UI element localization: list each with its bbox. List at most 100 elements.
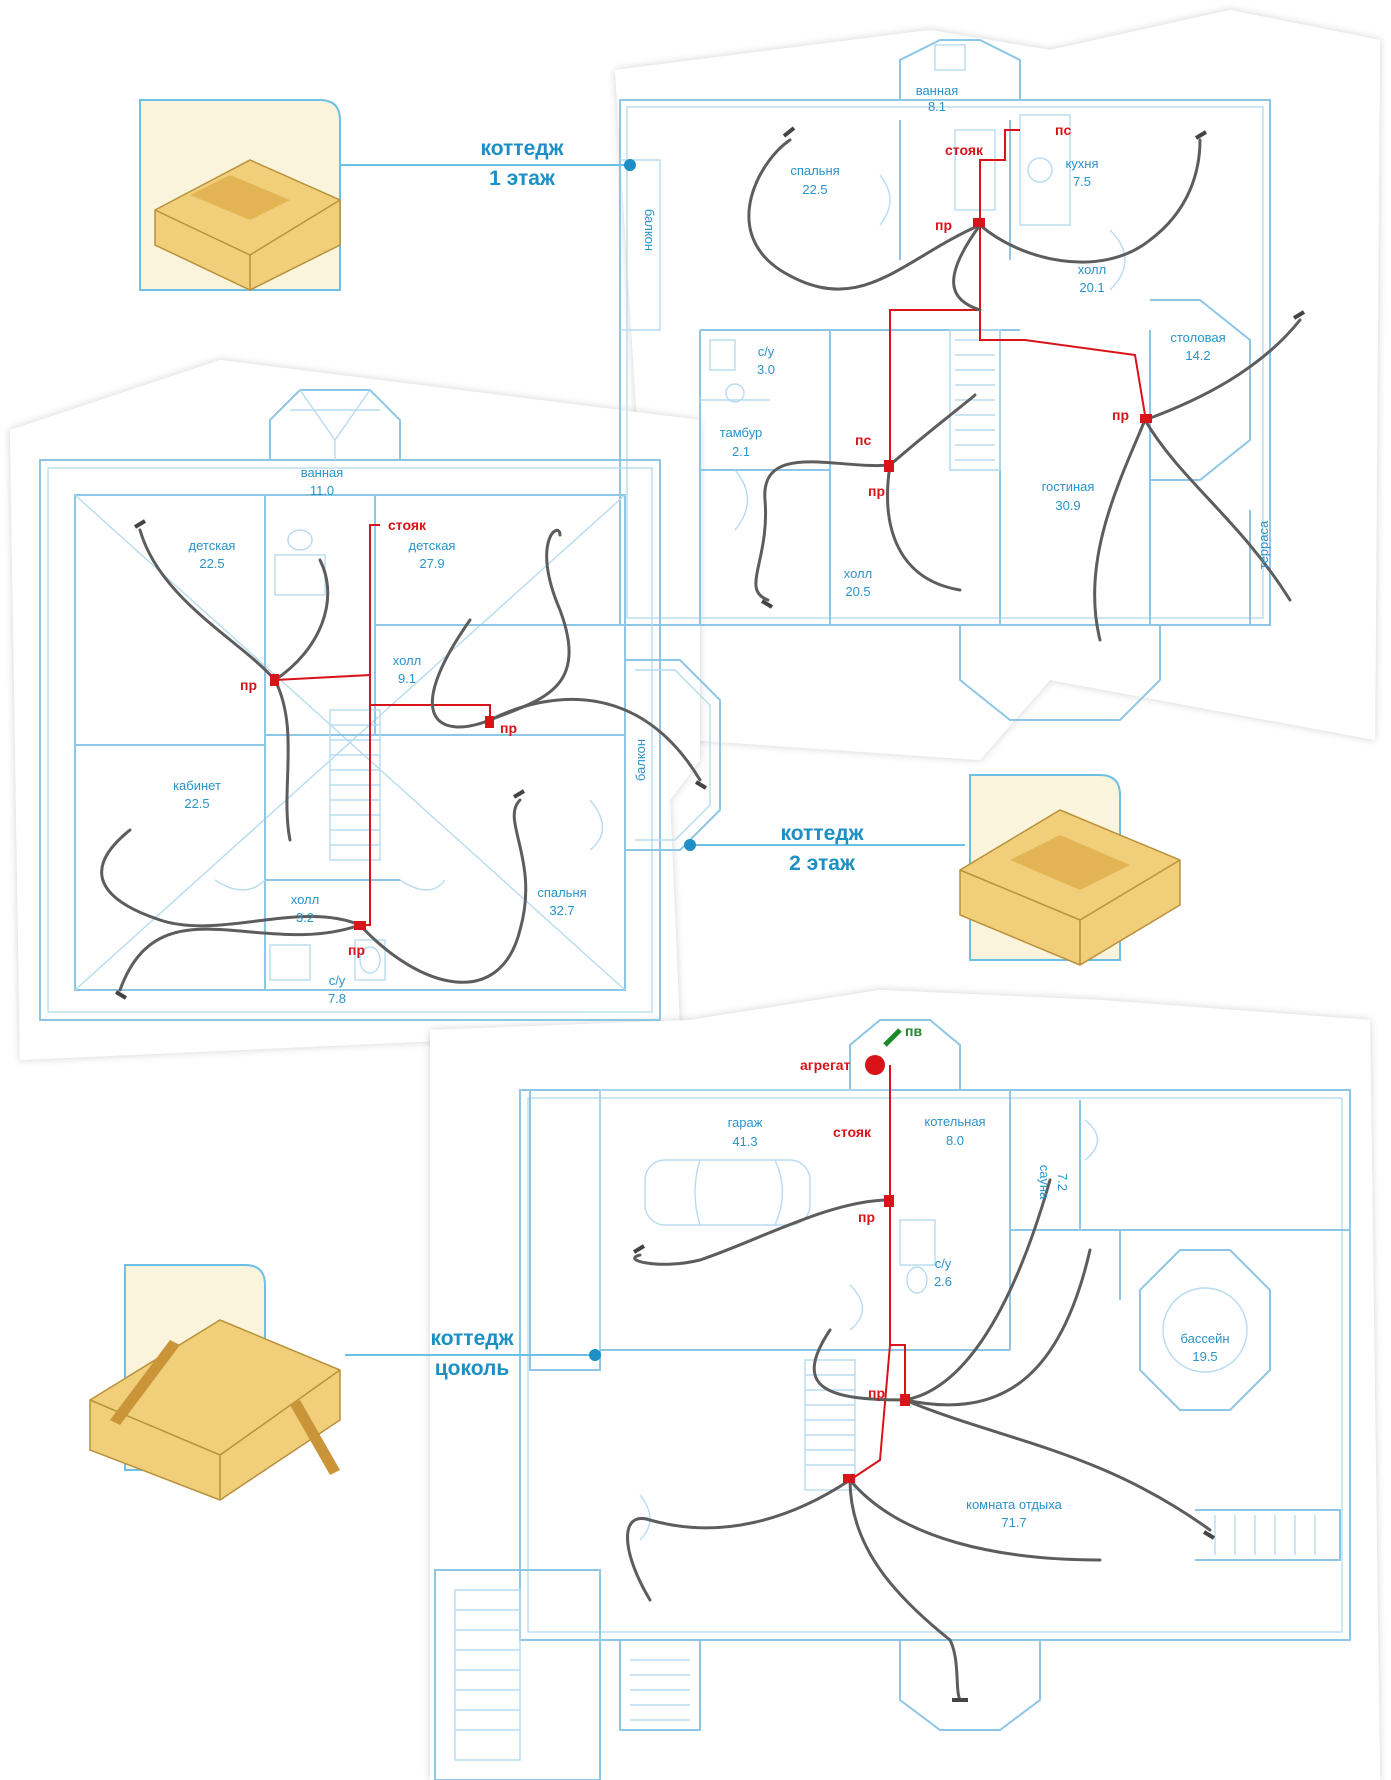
basement-plan	[434, 1019, 1351, 1780]
room-name: с/у	[329, 973, 346, 988]
room-area: 30.9	[1055, 498, 1080, 513]
vacuum-inlet-icon	[884, 1195, 894, 1207]
hose-nozzle-icon	[1202, 1530, 1216, 1540]
floor2-title-line2: 2 этаж	[789, 852, 856, 875]
basement-title-line1: коттедж	[430, 1327, 514, 1350]
pr-tag: пр	[858, 1209, 875, 1225]
floor1-model	[139, 99, 341, 291]
floor-connectors	[340, 159, 965, 1361]
floor2-pipes	[100, 524, 702, 992]
room-name: спальня	[790, 163, 839, 178]
house-model-icon	[959, 809, 1181, 966]
room-area: 9.1	[398, 671, 416, 686]
room-area: 22.5	[184, 796, 209, 811]
room-area: 71.7	[1001, 1515, 1026, 1530]
vacuum-inlet-icon	[973, 218, 985, 227]
hose-nozzle-icon	[1194, 130, 1208, 140]
riser-tag: стояк	[945, 142, 984, 158]
room-name: холл	[393, 653, 421, 668]
room-name: ванная	[301, 465, 344, 480]
pr-tag: пр	[868, 483, 885, 499]
terrace-label: терраса	[1256, 520, 1271, 569]
room-name: холл	[291, 892, 319, 907]
vacuum-inlet-icon	[1140, 414, 1152, 423]
room-area: 20.1	[1079, 280, 1104, 295]
vacuum-inlet-icon	[270, 674, 279, 686]
vacuum-inlet-icon	[843, 1474, 855, 1483]
floor1-plan	[619, 39, 1271, 721]
power-unit-tag: агрегат	[800, 1057, 851, 1073]
pr-tag: пр	[868, 1385, 885, 1401]
room-area: 41.3	[732, 1134, 757, 1149]
balcony-label: балкон	[642, 209, 657, 251]
balcony-label: балкон	[633, 739, 648, 781]
vacuum-inlet-icon	[485, 716, 494, 728]
floor1-title-line1: коттедж	[480, 137, 564, 160]
floor1-title-line2: 1 этаж	[489, 167, 556, 190]
room-area: 3.0	[757, 362, 775, 377]
room-area: 19.5	[1192, 1349, 1217, 1364]
room-name: холл	[1078, 262, 1106, 277]
hose-nozzle-icon	[114, 990, 128, 1000]
room-area: 27.9	[419, 556, 444, 571]
room-area: 20.5	[845, 584, 870, 599]
floor2-tags: стояк пр пр пр	[240, 517, 517, 958]
hose-nozzle-icon	[694, 780, 708, 790]
hose-nozzle-icon	[1292, 310, 1306, 320]
room-name: спальня	[537, 885, 586, 900]
room-name: кухня	[1065, 156, 1098, 171]
floor2-room-labels: ванная 11.0 детская 22.5 детская 27.9 хо…	[173, 465, 648, 1006]
basement-model	[89, 1264, 341, 1501]
exhaust-icon	[883, 1028, 902, 1047]
room-name: сауна	[1037, 1165, 1052, 1200]
riser-tag: стояк	[388, 517, 427, 533]
pr-tag: пр	[935, 217, 952, 233]
pr-tag: пр	[348, 942, 365, 958]
room-area: 3.2	[296, 910, 314, 925]
vacuum-inlet-icon	[900, 1394, 910, 1406]
ps-tag: пс	[1055, 122, 1071, 138]
floor2-label: коттедж 2 этаж	[780, 822, 864, 875]
room-name: детская	[409, 538, 456, 553]
basement-tags: агрегат пв стояк пр пр	[800, 1023, 922, 1401]
room-name: котельная	[924, 1114, 985, 1129]
room-area: 7.8	[328, 991, 346, 1006]
room-name: бассейн	[1180, 1331, 1229, 1346]
basement-title-line2: цоколь	[435, 1357, 510, 1380]
floor1-room-labels: ванная 8.1 спальня 22.5 кухня 7.5 холл 2…	[642, 83, 1271, 599]
room-area: 14.2	[1185, 348, 1210, 363]
room-area: 11.0	[310, 483, 334, 498]
room-name: комната отдыха	[966, 1497, 1063, 1512]
pr-tag: пр	[1112, 407, 1129, 423]
room-area: 32.7	[549, 903, 574, 918]
room-name: гараж	[728, 1115, 763, 1130]
floor1-label: коттедж 1 этаж	[480, 137, 564, 190]
vacuum-inlet-icon	[354, 921, 366, 930]
room-name: детская	[189, 538, 236, 553]
exhaust-tag: пв	[905, 1023, 922, 1039]
room-area: 22.5	[199, 556, 224, 571]
room-area: 2.6	[934, 1274, 952, 1289]
room-area: 7.2	[1055, 1173, 1070, 1191]
room-area: 8.0	[946, 1133, 964, 1148]
room-name: ванная	[916, 83, 959, 98]
vacuum-inlet-icon	[884, 460, 894, 472]
hose-nozzle-icon	[512, 789, 526, 799]
pr-tag: пр	[240, 677, 257, 693]
room-area: 8.1	[928, 99, 946, 114]
hose-nozzle-icon	[760, 599, 774, 609]
hose-nozzle-icon	[133, 519, 147, 529]
room-name: с/у	[758, 344, 775, 359]
ps-tag: пс	[855, 432, 871, 448]
riser-tag: стояк	[833, 1124, 872, 1140]
room-name: столовая	[1170, 330, 1225, 345]
pr-tag: пр	[500, 720, 517, 736]
room-name: кабинет	[173, 778, 221, 793]
floor2-plan	[39, 389, 721, 1021]
power-unit-icon	[865, 1055, 885, 1075]
hose-ends	[114, 126, 1306, 1702]
floor1-tags: стояк пс пс пр пр пр	[855, 122, 1129, 499]
hose-nozzle-icon	[632, 1244, 646, 1254]
room-name: тамбур	[720, 425, 763, 440]
